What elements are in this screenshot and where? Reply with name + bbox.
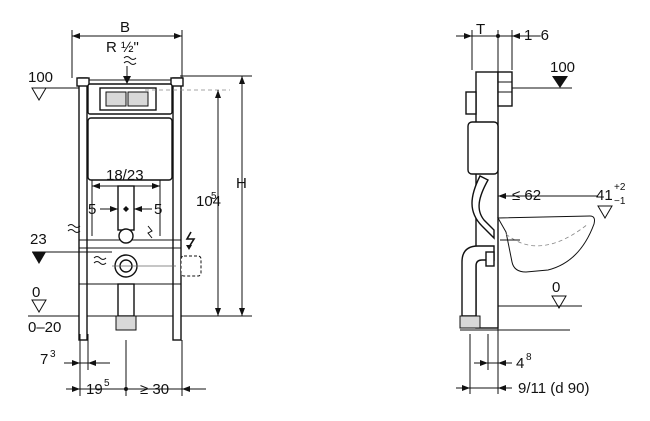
arrow-104-top — [215, 90, 221, 98]
cistern-body — [87, 117, 173, 181]
flush-button-left — [105, 91, 127, 107]
pipe-spec-label: 9/11 (d 90) — [518, 380, 589, 397]
thickness-arrow-left — [464, 33, 472, 39]
arrow-left — [72, 33, 80, 39]
offset-left-arrow — [110, 206, 118, 212]
depth-arrow-left — [498, 193, 506, 199]
arrow-h-top — [239, 76, 245, 84]
connection-label: R ½" — [106, 39, 139, 56]
electric-icon — [185, 231, 196, 248]
drain-end — [459, 315, 481, 329]
level-0-marker — [31, 299, 47, 313]
side-level-100-marker — [552, 76, 568, 88]
height-41-label: 41 — [596, 187, 613, 204]
depth-label: ≤ 62 — [512, 187, 541, 204]
offset-left-label: 5 — [88, 201, 96, 218]
pipe-offset-arrow-a — [480, 360, 488, 366]
pipe-spec-arrow-b — [498, 385, 506, 391]
toilet-bowl — [497, 215, 595, 273]
pipe-offset-arrow-b — [498, 360, 506, 366]
offset-right-arrow — [134, 206, 142, 212]
arrow-104-bottom — [215, 308, 221, 316]
min-clearance-label: ≥ 30 — [140, 381, 169, 398]
thickness-label: T — [476, 21, 485, 38]
offset-right-label: 5 — [154, 201, 162, 218]
side-level-0-marker — [551, 295, 567, 309]
h-label: H — [236, 175, 247, 192]
width-label: B — [120, 19, 130, 36]
cistern-side — [467, 121, 499, 175]
drain-pipe-down — [117, 283, 135, 317]
spacing-arrow-left — [92, 183, 100, 189]
center-marker — [123, 206, 129, 212]
flush-bend — [471, 175, 495, 240]
range-label: 1–6 — [524, 27, 549, 44]
level-100-marker — [31, 87, 47, 101]
frame-cap-left — [76, 77, 90, 87]
left-offset-arrow-b — [88, 360, 96, 366]
bottom-center-dot — [124, 387, 128, 391]
water-icon-left — [67, 224, 81, 233]
bottom-offset-label: 19 — [86, 381, 103, 398]
side-view: T 1–6 100 ≤ 62 41 +2 −1 — [456, 21, 626, 397]
drain-pipe-end — [115, 315, 137, 331]
electric-icon-small — [147, 225, 153, 239]
height-104-label: 104 — [196, 193, 221, 210]
water-inlet-icon — [123, 56, 137, 65]
arrow-right — [174, 33, 182, 39]
flush-plate-side — [497, 71, 513, 107]
front-view: B R ½" 100 104 5 — [28, 19, 252, 398]
level-23-label: 23 — [30, 231, 47, 248]
water-icon-bottom — [93, 256, 107, 265]
pipe-offset-sup: 8 — [526, 352, 532, 363]
frame-post-right — [172, 77, 182, 341]
height-41-marker — [597, 205, 613, 219]
arrow-h-bottom — [239, 308, 245, 316]
frame-bracket-top — [465, 91, 477, 115]
bottom-arrow-right — [182, 386, 190, 392]
frame-post-left — [78, 77, 88, 341]
electric-arrow — [186, 245, 192, 250]
thickness-arrow-right — [512, 33, 520, 39]
drain-clamp — [485, 251, 495, 267]
spacing-label: 18/23 — [106, 167, 144, 184]
thickness-center-dot — [496, 34, 500, 38]
frame-cap-right — [170, 77, 184, 87]
left-offset-sup: 3 — [50, 349, 56, 360]
drain-connector — [118, 228, 134, 244]
toilet-bowl-inner — [505, 223, 589, 247]
bottom-arrow-left — [72, 386, 80, 392]
height-104-sup: 5 — [211, 191, 217, 202]
side-level-100-label: 100 — [550, 59, 575, 76]
left-offset-arrow-a — [72, 360, 80, 366]
spacing-arrow-right — [152, 183, 160, 189]
height-41-minus: −1 — [614, 196, 626, 207]
floor-range-label: 0–20 — [28, 319, 61, 336]
pipe-offset-label: 4 — [516, 355, 524, 372]
bottom-offset-sup: 5 — [104, 378, 110, 389]
level-100-label: 100 — [28, 69, 53, 86]
height-41-plus: +2 — [614, 182, 626, 193]
level-0-label: 0 — [32, 284, 40, 301]
left-offset-label: 7 — [40, 351, 48, 368]
level-23-marker — [32, 252, 46, 264]
electric-box — [180, 255, 202, 277]
side-level-0-label: 0 — [552, 279, 560, 296]
pipe-spec-arrow-a — [462, 385, 470, 391]
flush-button-right — [127, 91, 149, 107]
